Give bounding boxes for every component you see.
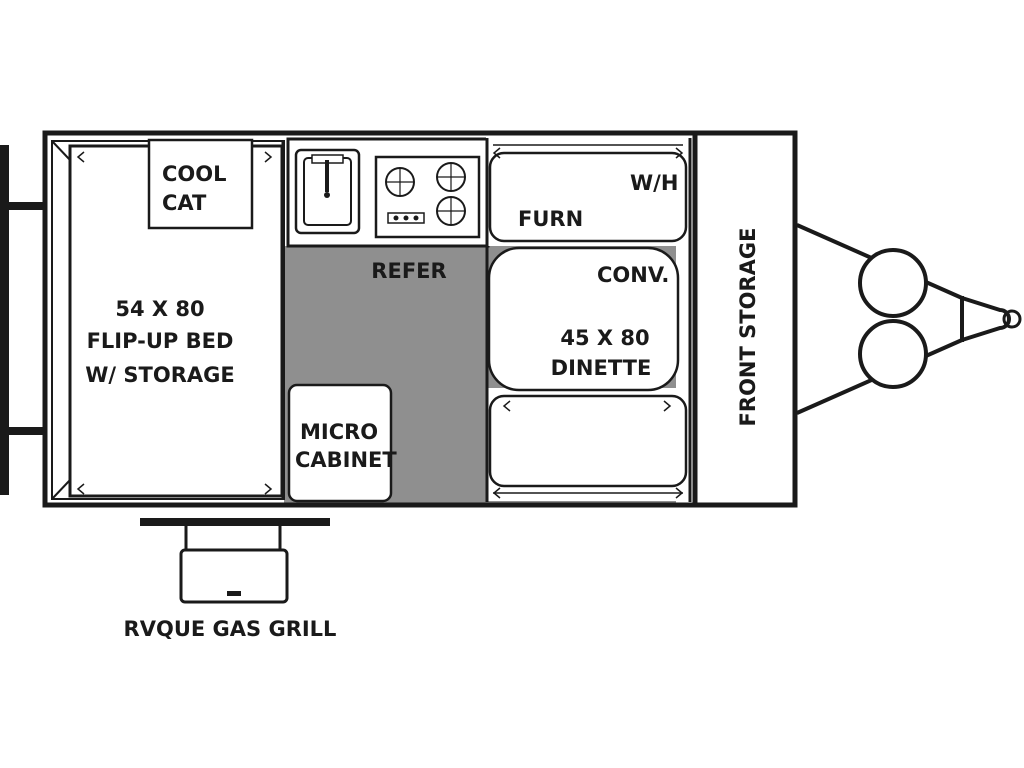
front-storage: FRONT STORAGE bbox=[692, 133, 760, 505]
galley-counter bbox=[286, 137, 490, 248]
rear-bumper bbox=[0, 145, 45, 495]
dinette-area: W/H FURN CONV. 45 X 80 DINETTE bbox=[485, 137, 694, 502]
wheel-icon bbox=[858, 248, 928, 389]
front-storage-label: FRONT STORAGE bbox=[736, 228, 760, 427]
dinette-size-label: 45 X 80 bbox=[560, 326, 649, 350]
gas-grill: RVQUE GAS GRILL bbox=[124, 518, 337, 641]
cool-cat-label-2: CAT bbox=[162, 191, 207, 215]
cool-cat-unit: COOL CAT bbox=[147, 138, 254, 230]
hitch-icon bbox=[961, 296, 1022, 342]
furnace-label: FURN bbox=[518, 207, 583, 231]
convertible-label: CONV. bbox=[597, 263, 669, 287]
micro-cabinet: MICRO CABINET bbox=[287, 383, 397, 503]
dinette-label: DINETTE bbox=[551, 356, 652, 380]
bed-size-label: 54 X 80 bbox=[115, 297, 204, 321]
trailer-tongue bbox=[796, 223, 1022, 415]
cabinet-label: CABINET bbox=[295, 448, 397, 472]
refer-label: REFER bbox=[371, 259, 446, 283]
bed-storage-label: W/ STORAGE bbox=[85, 363, 234, 387]
bed-name-label: FLIP-UP BED bbox=[87, 329, 234, 353]
stove-icon bbox=[374, 155, 481, 239]
cool-cat-label-1: COOL bbox=[162, 162, 227, 186]
sink-icon bbox=[294, 148, 361, 235]
water-heater-label: W/H bbox=[630, 171, 678, 195]
trailer-body-outline bbox=[42, 130, 798, 508]
grill-label: RVQUE GAS GRILL bbox=[124, 617, 337, 641]
micro-label: MICRO bbox=[300, 420, 378, 444]
